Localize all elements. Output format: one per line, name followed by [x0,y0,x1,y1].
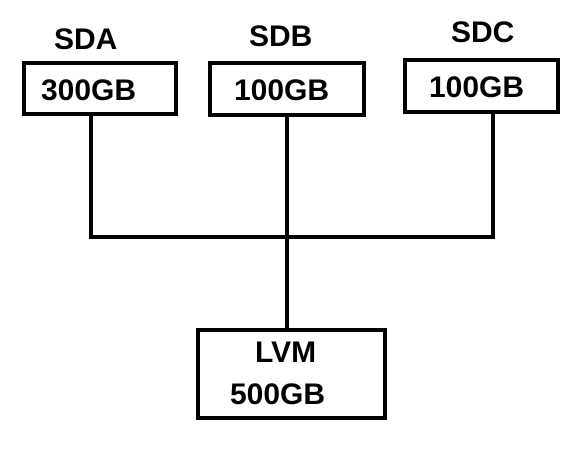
lvm-box: LVM 500GB [196,328,387,420]
disk-name-sdc: SDC [451,16,515,49]
disk-box-sdb: 100GB [208,61,366,117]
disk-size-sdb: 100GB [234,74,330,107]
lvm-name: LVM [255,336,317,369]
disk-box-sda: 300GB [22,61,178,116]
disk-box-sdc: 100GB [403,58,560,114]
disk-size-sdc: 100GB [429,71,525,104]
disk-name-sda: SDA [54,23,118,56]
lvm-size: 500GB [230,378,326,411]
disk-size-sda: 300GB [41,74,137,107]
disk-name-sdb: SDB [249,20,313,53]
